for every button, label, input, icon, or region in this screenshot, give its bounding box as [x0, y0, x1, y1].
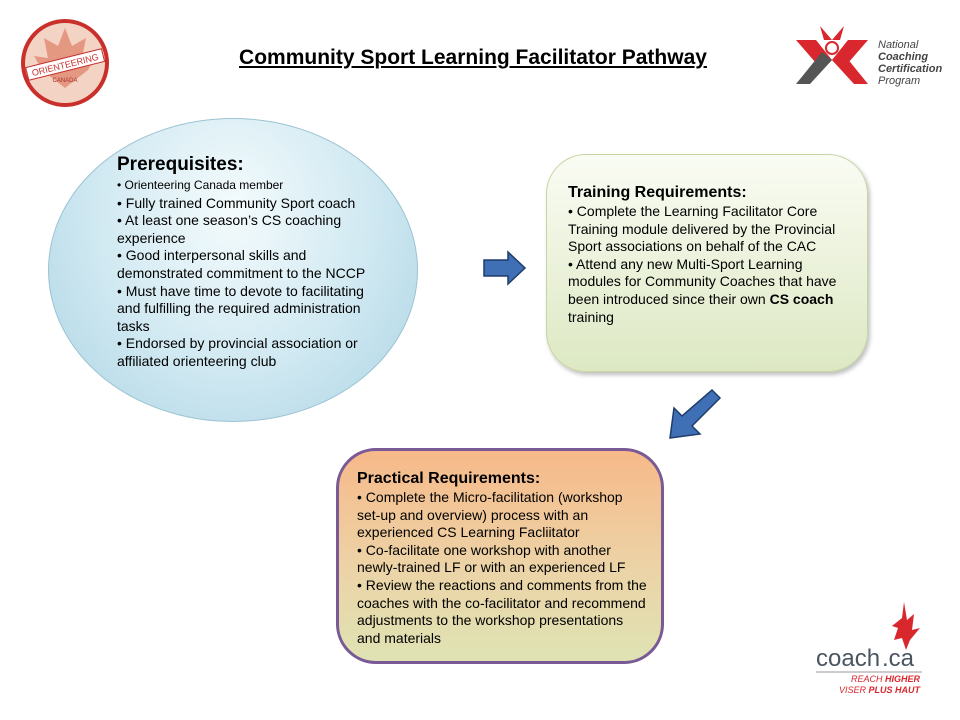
nccp-text-3: Certification — [878, 63, 942, 75]
practical-item: • Co-facilitate one workshop with anothe… — [357, 541, 626, 576]
prerequisites-heading: Prerequisites: — [117, 154, 244, 175]
nccp-text-1: National — [878, 39, 919, 51]
prerequisite-item: • Orienteering Canada member — [117, 178, 284, 192]
training-item: • Attend any new Multi-Sport Learning mo… — [568, 256, 850, 326]
prerequisite-item: • Fully trained Community Sport coach — [117, 194, 356, 211]
nccp-text-2: Coaching — [878, 51, 928, 63]
practical-item: • Review the reactions and comments from… — [357, 576, 647, 646]
svg-text:REACH HIGHER: REACH HIGHER — [851, 674, 921, 684]
training-requirements-box: Training Requirements: • Complete the Le… — [546, 154, 868, 372]
svg-text:VISER PLUS HAUT: VISER PLUS HAUT — [839, 685, 922, 695]
nccp-text-4: Program — [878, 75, 920, 87]
coach-tagline-1b: HIGHER — [885, 674, 921, 684]
coach-logo-domain: .ca — [882, 645, 915, 672]
prerequisites-ellipse: Prerequisites: • Orienteering Canada mem… — [48, 118, 418, 422]
prerequisite-item: • Must have time to devote to facilitati… — [117, 282, 364, 334]
prerequisite-item: • Good interpersonal skills and demonstr… — [117, 247, 366, 281]
training-item: • Complete the Learning Facilitator Core… — [568, 203, 836, 255]
practical-requirements-box: Practical Requirements: • Complete the M… — [336, 448, 664, 664]
coach-logo-name: coach — [816, 645, 880, 672]
training-item-bold: CS coach — [769, 290, 834, 307]
coach-tagline-2b: PLUS HAUT — [869, 685, 922, 695]
page-title: Community Sport Learning Facilitator Pat… — [239, 46, 707, 69]
training-item-text: training — [568, 308, 614, 325]
prerequisite-item: • At least one season’s CS coaching expe… — [117, 212, 342, 246]
practical-heading: Practical Requirements: — [357, 470, 541, 487]
training-heading: Training Requirements: — [568, 184, 747, 201]
arrow-down-left-icon — [669, 388, 722, 439]
training-item-text: • Attend any new Multi-Sport Learning mo… — [568, 255, 837, 307]
arrow-right-icon — [483, 250, 527, 286]
coach-ca-logo: coach .ca REACH HIGHER VISER PLUS HAUT — [816, 602, 922, 695]
nccp-logo: National Coaching Certification Program — [796, 26, 942, 87]
coach-tagline-2a: VISER — [839, 685, 869, 695]
orienteering-canada-logo: ORIENTEERING CANADA — [21, 19, 109, 107]
coach-tagline-1a: REACH — [851, 674, 885, 684]
prerequisite-item: • Endorsed by provincial association or … — [117, 335, 358, 369]
practical-item: • Complete the Micro-facilitation (works… — [357, 489, 623, 541]
canada-logo-text: CANADA — [52, 78, 77, 84]
